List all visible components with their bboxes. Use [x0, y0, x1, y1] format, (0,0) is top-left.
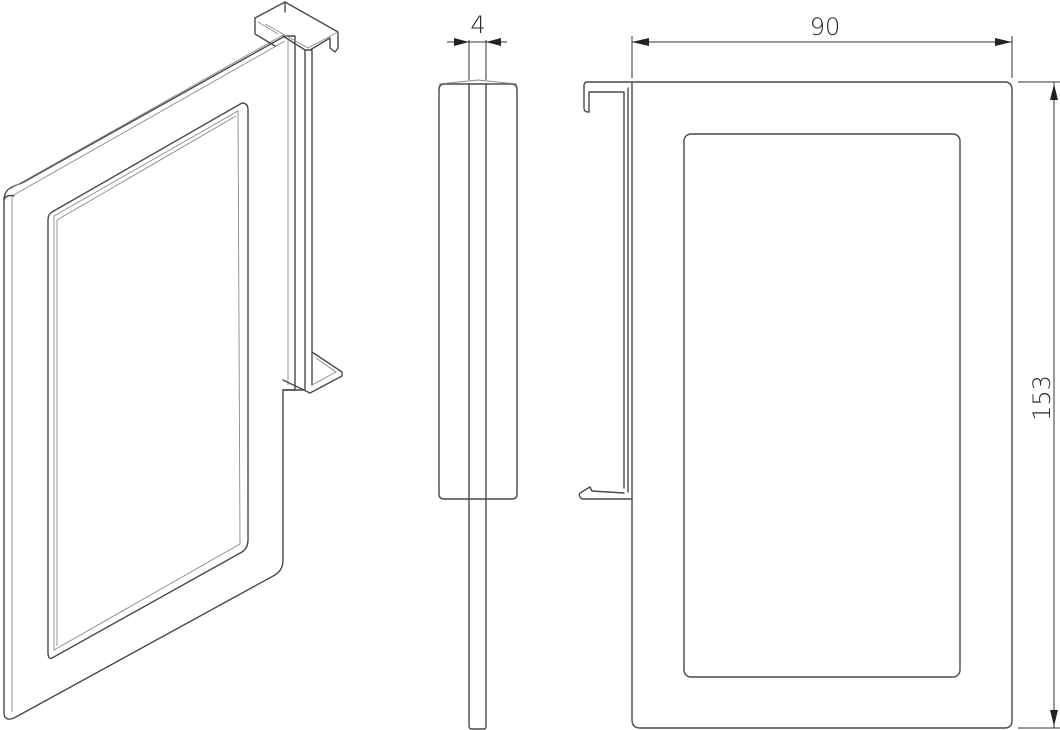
thickness-label: 4: [470, 11, 485, 39]
dimension-width: 90: [631, 13, 1013, 78]
height-label: 153: [1028, 375, 1056, 421]
width-label: 90: [810, 13, 841, 41]
side-view: [438, 79, 518, 730]
isometric-view: [3, 1, 343, 720]
dimension-thickness: 4: [447, 11, 507, 80]
dimension-height: 153: [1018, 81, 1060, 729]
front-view: [578, 81, 1013, 729]
